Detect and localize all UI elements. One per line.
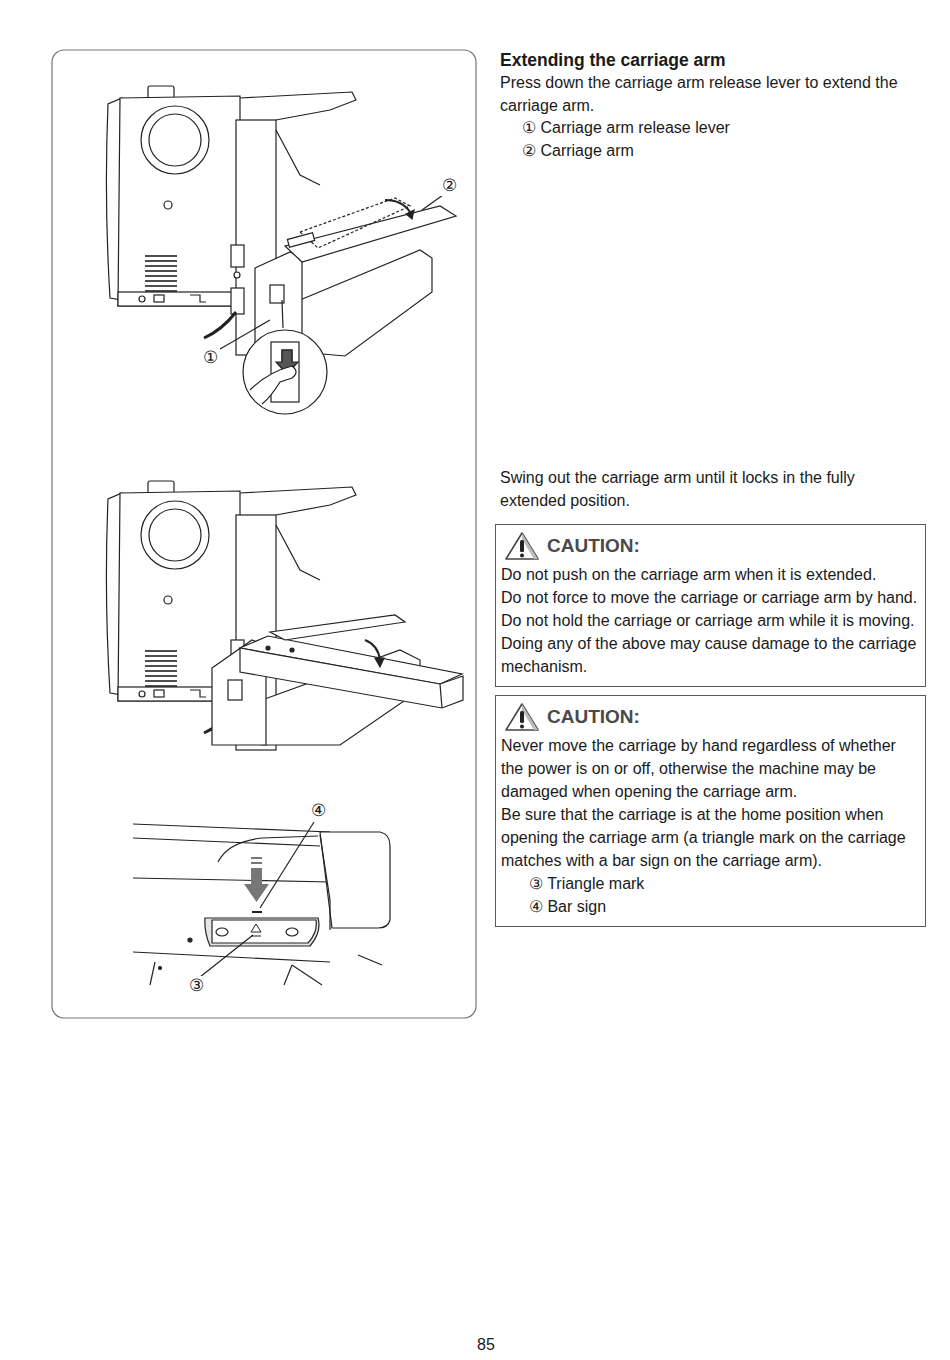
drawing-part <box>520 725 524 729</box>
drawing-part <box>520 711 524 723</box>
drawing-part <box>133 838 320 846</box>
drawing-part <box>285 206 456 262</box>
drawing-part <box>287 233 314 247</box>
drawing-part <box>520 540 524 552</box>
caution-text: ④ Bar sign <box>501 895 919 918</box>
drawing-part <box>251 924 261 932</box>
drawing-part <box>284 965 292 985</box>
callout-number: ③ <box>187 976 206 996</box>
drawing-part <box>216 928 228 936</box>
caution-heading: CAUTION: <box>501 702 919 732</box>
drawing-part <box>133 822 390 985</box>
caution-text: Do not hold the carriage or carriage arm… <box>501 609 919 632</box>
drawing-part <box>266 646 270 650</box>
callout-number: ① <box>201 348 220 368</box>
drawing-part <box>290 648 294 652</box>
caution-text: ③ Triangle mark <box>501 872 919 895</box>
drawing-part <box>251 862 262 864</box>
drawing-part <box>200 935 253 977</box>
caution-heading: CAUTION: <box>501 531 919 561</box>
body-text: Press down the carriage arm release leve… <box>500 71 920 117</box>
drawing-part <box>506 704 538 730</box>
drawing-part <box>522 704 538 730</box>
part-legend: ① Carriage arm release lever <box>522 116 922 139</box>
caution-text: Never move the carriage by hand regardle… <box>501 734 919 803</box>
drawing-part <box>282 300 283 328</box>
drawing-part <box>385 200 410 212</box>
caution-text: Do not push on the carriage arm when it … <box>501 563 919 586</box>
drawing-part <box>320 835 330 930</box>
drawing-part <box>422 195 443 210</box>
drawing-part <box>52 50 476 1018</box>
body-text: Swing out the carriage arm until it lock… <box>500 466 920 512</box>
drawing-part <box>133 952 330 962</box>
drawing-part <box>228 680 242 700</box>
drawing-part <box>251 857 262 859</box>
drawing-part <box>159 967 162 970</box>
drawing-part <box>522 533 538 559</box>
drawing-part <box>358 955 382 965</box>
drawing-part <box>133 824 330 832</box>
drawing-part <box>506 533 538 559</box>
callout-number: ④ <box>309 801 328 821</box>
caution-box: CAUTION:Never move the carriage by hand … <box>495 695 926 927</box>
drawing-part <box>286 928 298 936</box>
drawing-part <box>250 366 296 404</box>
drawing-part <box>520 554 524 558</box>
page-title: Extending the carriage arm <box>500 48 726 72</box>
drawing-part <box>150 962 155 985</box>
drawing-part <box>251 868 262 884</box>
drawing-part <box>212 615 463 745</box>
page-number: 85 <box>477 1333 495 1356</box>
caution-text: Do not force to move the carriage or car… <box>501 586 919 609</box>
drawing-part <box>133 878 330 882</box>
drawing-part <box>440 684 442 708</box>
drawing-part <box>205 918 319 946</box>
drawing-part <box>243 330 327 414</box>
drawing-part <box>215 195 456 414</box>
drawing-part <box>188 938 192 942</box>
drawing-part <box>365 640 380 660</box>
drawing-part <box>252 911 262 913</box>
drawing-part <box>375 658 384 667</box>
drawing-part <box>300 198 410 248</box>
drawing-part <box>292 965 322 985</box>
part-legend: ② Carriage arm <box>522 139 922 162</box>
drawing-part <box>406 210 414 219</box>
drawing-part <box>260 822 314 908</box>
drawing-part <box>270 615 405 640</box>
caution-box: CAUTION:Do not push on the carriage arm … <box>495 524 926 687</box>
drawing-part <box>212 920 316 943</box>
drawing-part <box>240 648 463 708</box>
warning-icon <box>504 531 540 561</box>
warning-icon <box>504 702 540 732</box>
drawing-part <box>215 320 270 352</box>
callout-number: ② <box>440 176 459 196</box>
drawing-part <box>300 250 432 356</box>
caution-text: Doing any of the above may cause damage … <box>501 632 919 678</box>
caution-text: Be sure that the carriage is at the home… <box>501 803 919 872</box>
